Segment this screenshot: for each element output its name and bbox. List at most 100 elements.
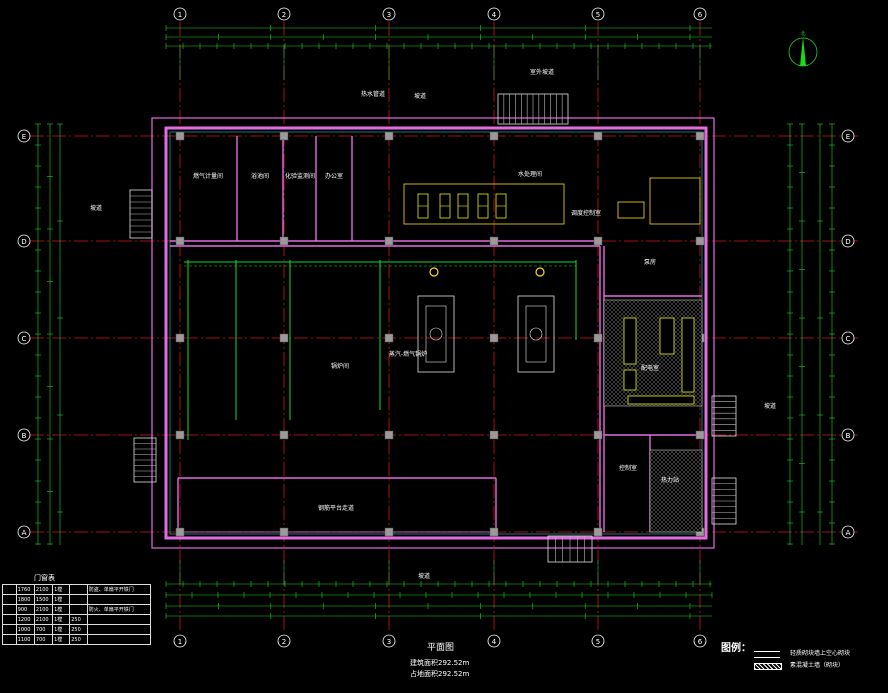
annotation-stair-top: 坡道 xyxy=(414,92,426,100)
table-cell: 250 xyxy=(69,614,88,625)
structural-column xyxy=(384,236,394,246)
room-label: 水处理间 xyxy=(518,170,542,178)
table-cell: 1樘 xyxy=(52,614,71,625)
compass-label: 北 xyxy=(800,30,805,37)
axis-bubble xyxy=(17,129,31,143)
platform-outline xyxy=(177,477,497,533)
table-cell xyxy=(86,594,152,605)
annotation-heat-source: 蒸汽-燃气锅炉 xyxy=(389,350,427,358)
building-area: 建筑面积292.52m xyxy=(410,659,470,667)
table-cell: 1760 xyxy=(15,584,35,595)
axis-bubble xyxy=(591,7,605,21)
room-label: 办公室 xyxy=(325,172,343,180)
table-cell xyxy=(69,584,88,595)
axis-bubble xyxy=(277,634,291,648)
axis-bubble xyxy=(382,7,396,21)
structural-column xyxy=(593,236,603,246)
axis-bubble xyxy=(841,331,855,345)
hvac-floor xyxy=(649,449,703,533)
table-cell: 1000 xyxy=(15,624,35,635)
table-cell xyxy=(2,584,17,595)
boiler xyxy=(517,295,555,373)
table-cell xyxy=(2,624,17,635)
table-cell xyxy=(86,624,152,635)
room-label: 泵房 xyxy=(644,258,656,266)
table-cell: 900 xyxy=(15,604,35,615)
axis-label: 2 xyxy=(282,638,286,646)
axis-label: B xyxy=(22,432,27,440)
axis-bubble xyxy=(173,634,187,648)
structural-column xyxy=(593,333,603,343)
table-cell xyxy=(2,614,17,625)
legend-label: 轻质砌块墙上空心砌块 xyxy=(790,650,851,657)
table-cell: 1樘 xyxy=(52,624,71,635)
boiler-body xyxy=(425,305,447,363)
axis-bubble xyxy=(173,7,187,21)
structural-column xyxy=(384,333,394,343)
axis-bubble xyxy=(382,634,396,648)
structural-column xyxy=(175,236,185,246)
legend-item: 素混凝土墙（砌块） xyxy=(754,660,884,672)
water-treatment-frame xyxy=(403,183,565,225)
structural-column xyxy=(279,430,289,440)
chimney xyxy=(429,267,439,277)
structural-column xyxy=(279,527,289,537)
axis-label: A xyxy=(846,529,851,537)
structural-column xyxy=(175,527,185,537)
axis-bubble xyxy=(693,634,707,648)
axis-label: C xyxy=(22,335,27,343)
switch-cabinet xyxy=(659,317,675,355)
structural-column xyxy=(593,131,603,141)
switch-cabinet xyxy=(681,317,695,393)
outer-wall xyxy=(164,126,708,540)
axis-label: 6 xyxy=(698,638,703,646)
axis-label: 2 xyxy=(282,11,286,19)
legend-item: 轻质砌块墙上空心砌块 xyxy=(754,648,884,660)
table-cell: 1500 xyxy=(33,594,54,605)
room-label: 燃气计量间 xyxy=(193,172,223,180)
boiler-body xyxy=(525,305,547,363)
annotation-entrance: 热水管道 xyxy=(361,90,385,98)
boiler-burner xyxy=(429,327,443,341)
switch-cabinet xyxy=(627,395,695,405)
structural-column xyxy=(593,527,603,537)
table-cell xyxy=(2,594,17,605)
axis-bubble xyxy=(841,129,855,143)
room-label: 锅炉间 xyxy=(331,362,349,370)
table-cell: 700 xyxy=(33,634,54,645)
table-cell: 2100 xyxy=(33,604,54,615)
table-cell: 1200 xyxy=(15,614,35,625)
chimney xyxy=(535,267,545,277)
annotation-stair-bottom: 坡道 xyxy=(418,572,430,580)
boiler xyxy=(417,295,455,373)
legend-swatch xyxy=(754,663,782,670)
axis-bubble xyxy=(487,7,501,21)
axis-label: 4 xyxy=(492,638,497,646)
axis-label: 3 xyxy=(387,638,391,646)
table-cell: 250 xyxy=(69,634,88,645)
hvac-equipment xyxy=(649,177,701,225)
plan-title: 平面图 xyxy=(427,643,455,653)
axis-bubble xyxy=(487,634,501,648)
axis-bubble xyxy=(17,331,31,345)
legend-title: 图例： xyxy=(721,643,751,654)
structural-column xyxy=(384,131,394,141)
annotation-stair-right: 坡道 xyxy=(764,402,776,410)
legend-label: 素混凝土墙（砌块） xyxy=(790,662,845,669)
axis-label: 4 xyxy=(492,11,497,19)
outer-wall-line xyxy=(151,117,715,549)
legend-swatch xyxy=(754,651,780,658)
axis-label: 3 xyxy=(387,11,391,19)
structural-column xyxy=(489,131,499,141)
right-ramp-upper xyxy=(711,395,737,437)
dimension-chains xyxy=(35,25,835,619)
table-cell: 防火、单扇平开铁门 xyxy=(86,604,152,615)
structural-column xyxy=(279,236,289,246)
table-cell: 1100 xyxy=(15,634,35,645)
interior-details: 燃气计量间浴池间化验监测间办公室水处理间锅炉间调度控制室泵房控制室配电室热力站钢… xyxy=(90,68,776,580)
land-area: 占地面积292.52m xyxy=(410,670,470,678)
axis-bubble xyxy=(17,234,31,248)
